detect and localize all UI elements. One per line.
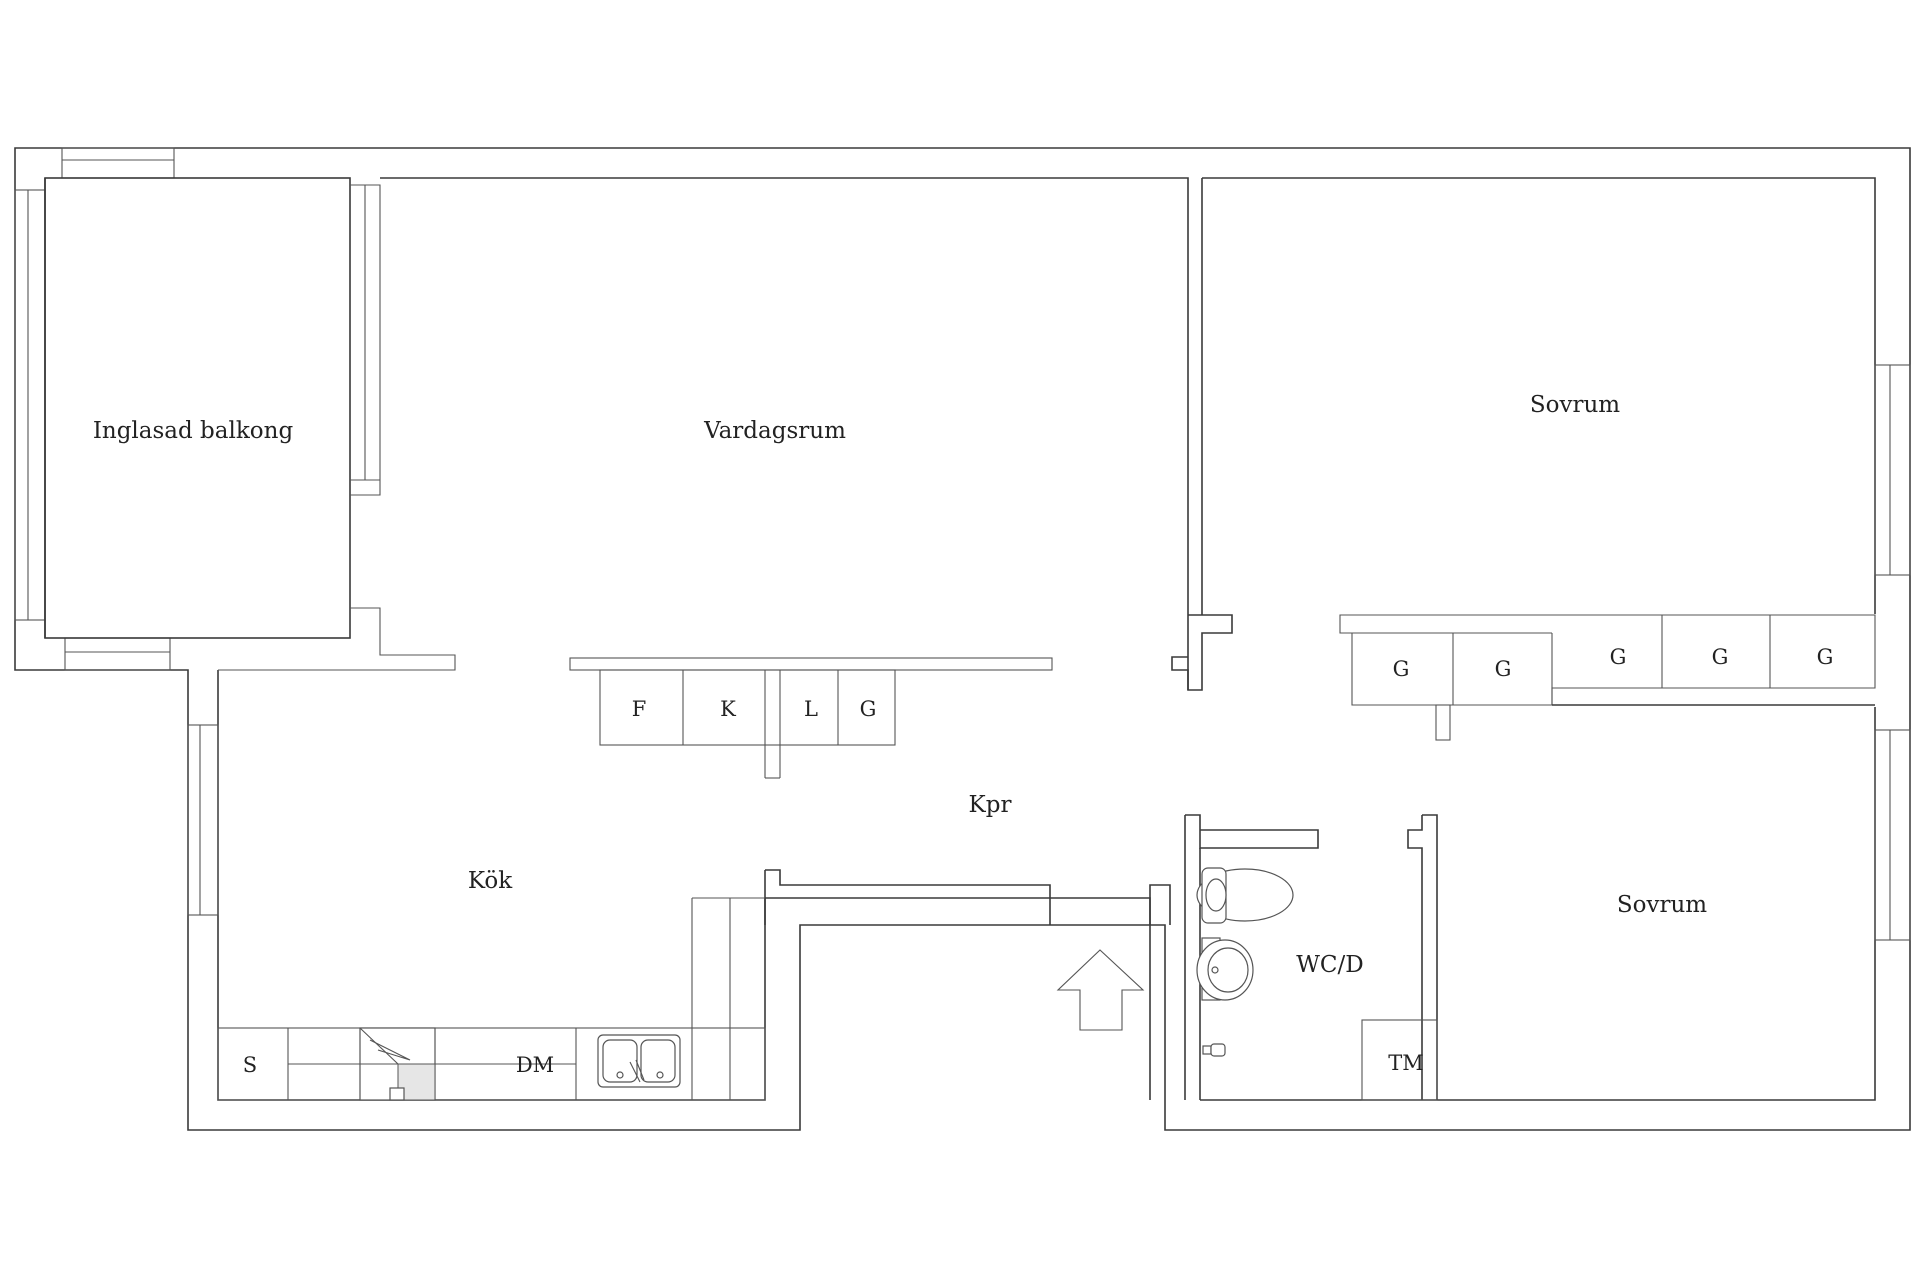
storage-label: F [632, 697, 647, 721]
room-label-hallway: Kpr [969, 792, 1012, 818]
balcony [44, 177, 456, 671]
wardrobe-label: G [1610, 645, 1627, 669]
wardrobe-label: G [1495, 657, 1512, 681]
storage-label: L [804, 697, 818, 721]
wardrobe-label: G [1817, 645, 1834, 669]
dishwasher-label: DM [516, 1053, 554, 1077]
hall-storage [599, 669, 896, 779]
range-hood-icon [359, 1027, 436, 1101]
room-label-living-room: Vardagsrum [703, 418, 846, 444]
sink-icon [597, 1034, 681, 1088]
kitchen-counter [217, 1027, 766, 1101]
washbasin-icon [1196, 937, 1254, 1001]
partition-walls [569, 614, 1233, 1100]
room-label-bedroom-1: Sovrum [1530, 392, 1620, 418]
room-label-bathroom: WC/D [1296, 952, 1363, 978]
outer-walls [14, 147, 1911, 1131]
room-label-balcony: Inglasad balkong [93, 418, 294, 444]
entrance-arrow-icon [1056, 949, 1145, 1031]
storage-label: G [860, 697, 877, 721]
storage-labels: F K L G G G G G G S DM TM [243, 645, 1834, 1077]
wardrobe-label: G [1712, 645, 1729, 669]
faucet-icon [1202, 1043, 1226, 1057]
washing-machine-label: TM [1388, 1051, 1424, 1075]
room-label-bedroom-2: Sovrum [1617, 892, 1707, 918]
windows [14, 147, 1911, 941]
wardrobe-label: G [1393, 657, 1410, 681]
room-label-kitchen: Kök [468, 868, 513, 894]
stove-label: S [243, 1053, 257, 1077]
toilet-icon [1196, 867, 1294, 924]
room-labels: Inglasad balkong Vardagsrum Sovrum Sovru… [93, 392, 1707, 978]
storage-label: K [720, 697, 736, 721]
wardrobes [1339, 614, 1876, 741]
